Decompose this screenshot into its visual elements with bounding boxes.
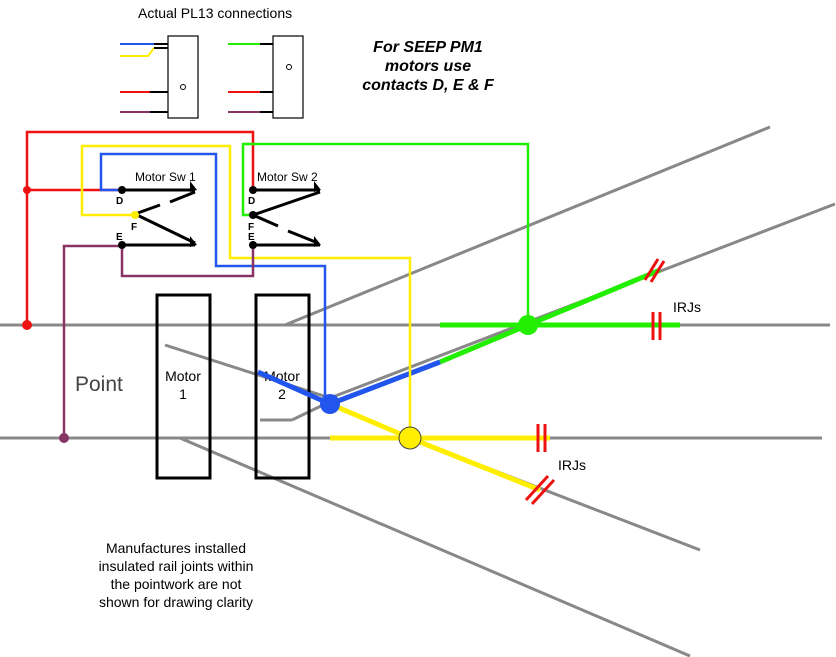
- motor-switch-2-contact-f: F: [248, 222, 254, 233]
- irj-label-lower: IRJs: [558, 457, 586, 473]
- footnote-line-3: the pointwork are not: [111, 576, 242, 592]
- motor-1: Motor 1: [155, 293, 212, 480]
- red-wire: [25, 130, 255, 325]
- pl13-connector-2: [228, 35, 304, 119]
- motor-switch-1-label: Motor Sw 1: [135, 170, 196, 184]
- irj-label-upper: IRJs: [673, 299, 701, 315]
- footnote-line-4: shown for drawing clarity: [99, 594, 253, 610]
- yellow-wire: [80, 144, 412, 438]
- motor-switch-2: Motor Sw 2 D F E: [248, 170, 321, 249]
- motor-2: Motor 2: [254, 293, 311, 480]
- yellow-section: [329, 401, 550, 493]
- pl13-connector-1: [120, 35, 199, 119]
- blue-wire: [99, 152, 327, 404]
- seep-note-line-1: For SEEP PM1: [373, 39, 483, 56]
- irj-markers: [524, 258, 666, 506]
- motor-1-label-line-2: 1: [179, 386, 187, 402]
- footnote-line-1: Manufactures installed: [106, 540, 246, 556]
- motor-switch-1-contact-f: F: [131, 222, 137, 233]
- motor-switch-2-label: Motor Sw 2: [257, 170, 318, 184]
- footnote: Manufactures installed insulated rail jo…: [99, 540, 254, 610]
- blue-section: [256, 359, 441, 407]
- point-label: Point: [75, 373, 123, 396]
- motor-switch-1: Motor Sw 1 D F E: [116, 170, 197, 249]
- motor-switch-2-contact-e: E: [248, 232, 255, 243]
- seep-note-line-2: motors use: [385, 58, 471, 75]
- motor-switch-1-contact-d: D: [116, 196, 123, 207]
- diagram-title: Actual PL13 connections: [138, 5, 292, 21]
- motor-switch-1-contact-e: E: [116, 232, 123, 243]
- footnote-line-2: insulated rail joints within: [99, 558, 254, 574]
- motor-switch-2-contact-d: D: [248, 196, 255, 207]
- green-wire: [241, 142, 530, 325]
- seep-note: For SEEP PM1 motors use contacts D, E & …: [362, 39, 495, 94]
- green-section: [439, 267, 680, 365]
- motor-2-label-line-2: 2: [278, 386, 286, 402]
- junction-dots: [22, 186, 538, 450]
- purple-wire: [62, 244, 255, 438]
- motor-1-label-line-1: Motor: [165, 368, 201, 384]
- seep-note-line-3: contacts D, E & F: [362, 77, 495, 94]
